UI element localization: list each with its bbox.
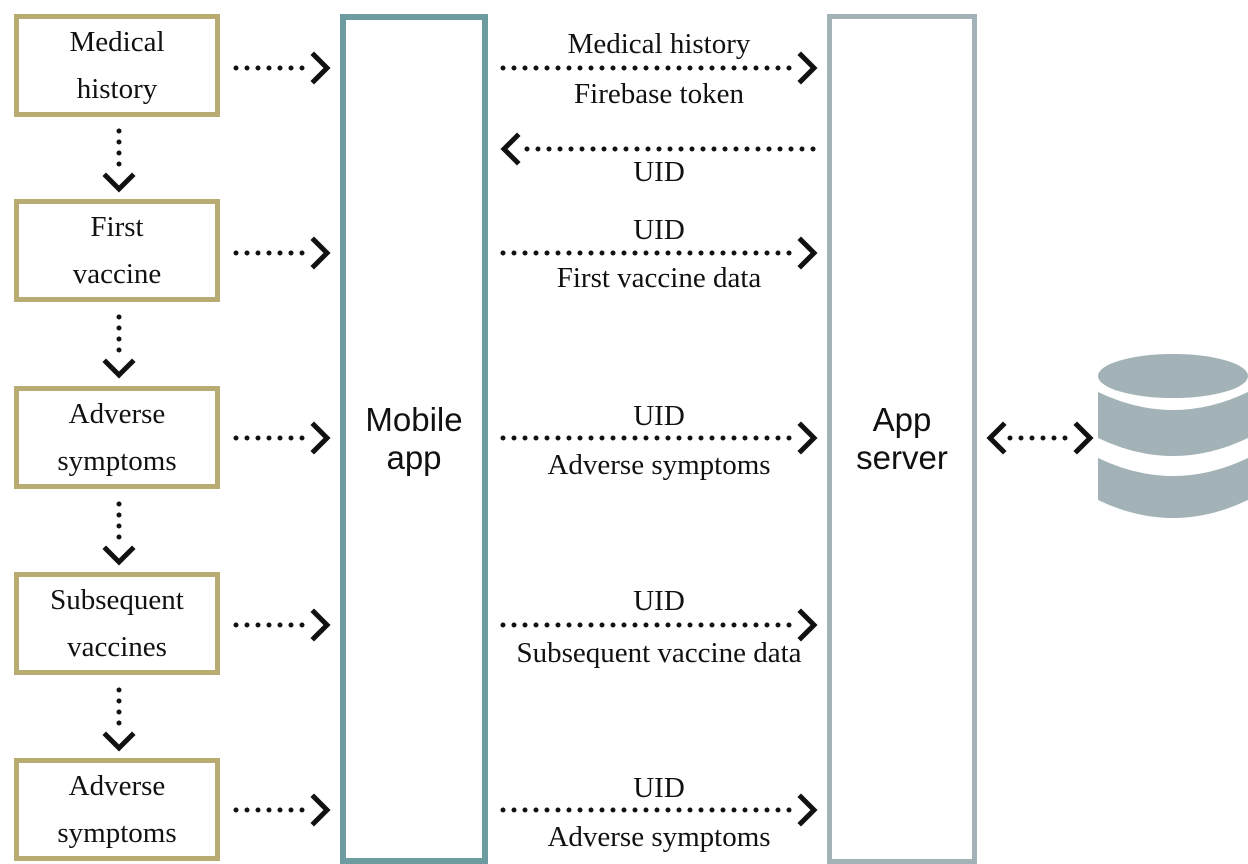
step-down-arrow (102, 501, 136, 566)
message-label-below: Adverse symptoms (547, 821, 771, 853)
message-label-above: UID (633, 772, 685, 804)
step-label-line1: Medical (69, 25, 165, 58)
step-to-app-arrow (233, 236, 331, 270)
step-label-line2: vaccine (72, 257, 162, 290)
message-label-above: UID (633, 585, 685, 617)
step-label-line2: history (76, 72, 158, 105)
step-label-line1: Subsequent (50, 583, 184, 616)
step-adverse-symptoms-followup: Adverse symptoms (14, 758, 220, 861)
step-to-app-arrow (233, 793, 331, 827)
step-to-app-arrow (233, 421, 331, 455)
message-label-below: UID (633, 156, 685, 188)
step-label-line2: symptoms (57, 816, 177, 849)
step-to-app-arrow (233, 608, 331, 642)
step-label-line1: First (90, 210, 144, 243)
message-arrow-to-server (500, 236, 818, 270)
step-down-arrow (102, 314, 136, 379)
database-icon (1098, 354, 1248, 518)
step-down-arrow (102, 687, 136, 752)
message-label-below: Firebase token (574, 78, 744, 110)
message-label-below: First vaccine data (556, 262, 762, 294)
message-arrow-to-server (500, 793, 818, 827)
step-label-line1: Adverse (68, 397, 166, 430)
message-label-below: Subsequent vaccine data (516, 637, 802, 669)
message-arrow-to-app (500, 132, 818, 166)
message-label-above: UID (633, 214, 685, 246)
message-label-above: Medical history (567, 28, 751, 60)
step-label-line2: vaccines (67, 630, 167, 663)
message-label-above: UID (633, 400, 685, 432)
step-label-line1: Adverse (68, 769, 166, 802)
mobile-app-label-line2: app (386, 439, 442, 476)
step-subsequent-vaccines: Subsequent vaccines (14, 572, 220, 675)
mobile-app-label-line1: Mobile (365, 401, 463, 438)
server-database-arrow (986, 421, 1094, 455)
message-label-below: Adverse symptoms (547, 449, 771, 481)
message-arrow-to-server (500, 421, 818, 455)
step-medical-history: Medical history (14, 14, 220, 117)
step-label-line2: symptoms (57, 444, 177, 477)
mobile-app-lane: Mobile app (340, 14, 488, 864)
app-server-label-line2: server (856, 439, 948, 476)
step-adverse-symptoms: Adverse symptoms (14, 386, 220, 489)
step-to-app-arrow (233, 51, 331, 85)
app-server-lane: App server (827, 14, 977, 864)
step-first-vaccine: First vaccine (14, 199, 220, 302)
app-server-label-line1: App (872, 401, 932, 438)
message-arrow-to-server (500, 608, 818, 642)
step-down-arrow (102, 128, 136, 193)
message-arrow-to-server (500, 51, 818, 85)
